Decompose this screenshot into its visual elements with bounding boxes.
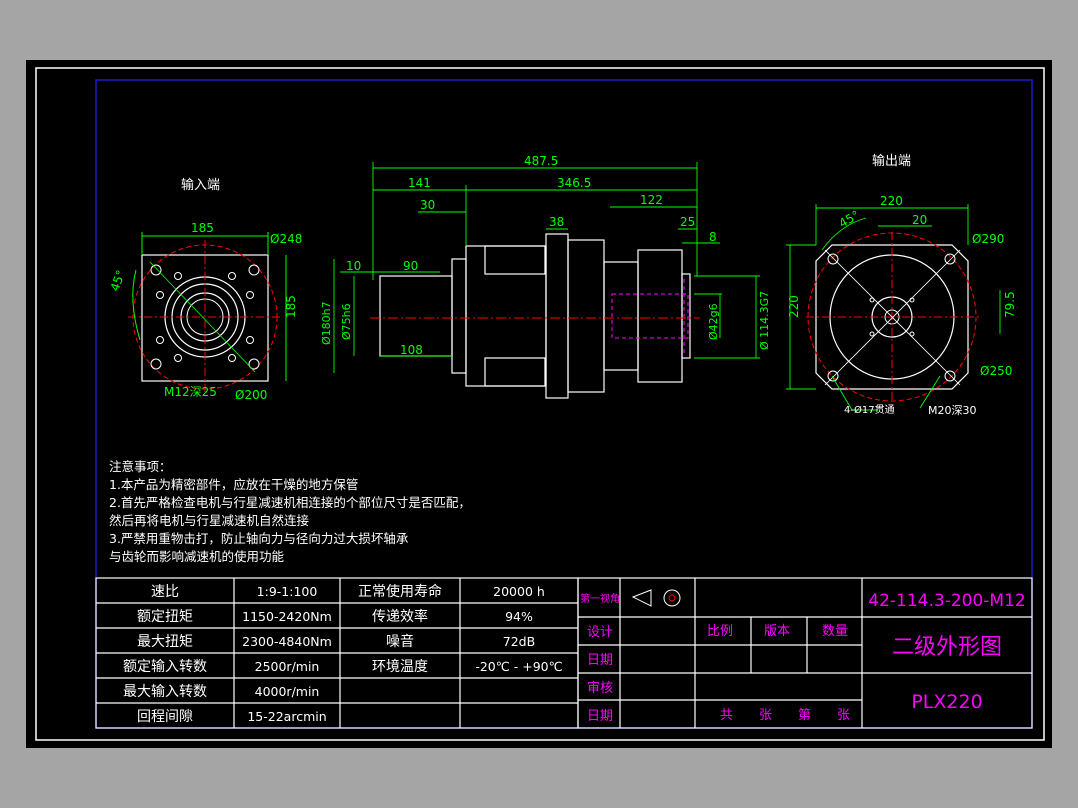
input-bolt-dim: Ø248 (270, 232, 302, 246)
spec-cell: 额定扭矩 (137, 609, 193, 625)
output-holes-dim: 4-Ø17贯通 (844, 404, 895, 416)
version-label: 版本 (764, 624, 790, 639)
input-thread-dim: M12深25 (164, 385, 217, 399)
dim-141: 141 (408, 176, 431, 190)
projection-symbol (631, 589, 681, 607)
dim-38: 38 (549, 215, 564, 229)
output-bolt-dim: Ø290 (972, 232, 1004, 246)
dim-122: 122 (640, 193, 663, 207)
output-view-label: 输出端 (872, 153, 911, 169)
dim-30: 30 (420, 198, 435, 212)
spec-cell: 2300-4840Nm (242, 634, 332, 649)
bore-dia-dim: Ø 114.3G7 (758, 291, 771, 350)
spec-cell: 噪音 (386, 633, 414, 650)
note-line: 与齿轮而影响减速机的使用功能 (109, 549, 285, 564)
output-d79-dim: 79.5 (1003, 291, 1017, 318)
output-angle-dim: 45° (837, 208, 862, 231)
sheets-label: 共 张 第 张 (720, 708, 850, 723)
output-thread-dim: M20深30 (928, 404, 977, 417)
dim-8: 8 (709, 230, 717, 244)
input-view-label: 输入端 (181, 177, 220, 193)
drawing-sheet (26, 60, 1052, 748)
scale-label: 比例 (707, 624, 733, 639)
output-height-dim: 220 (787, 295, 801, 318)
dim-346: 346.5 (557, 176, 591, 190)
dim-108: 108 (400, 343, 423, 357)
dim-10: 10 (346, 259, 361, 273)
spec-cell: 最大扭矩 (137, 634, 193, 650)
quantity-label: 数量 (822, 624, 848, 639)
drawing-number: 42-114.3-200-M12 (868, 591, 1025, 611)
spec-cell: 最大输入转数 (123, 684, 207, 700)
input-pilot-dim: Ø200 (235, 388, 267, 402)
notes-block: 注意事项： 1.本产品为精密部件，应放在干燥的地方保管 2.首先严格检查电机与行… (109, 458, 471, 566)
spec-cell: 环境温度 (372, 659, 428, 675)
spec-cell: 1:9-1:100 (257, 584, 318, 599)
spec-cell: 传递效率 (372, 608, 428, 625)
spec-table-cells: 速比 1:9-1:100 正常使用寿命 20000 h 额定扭矩 1150-2420Nm 传… (123, 583, 563, 725)
title-block (577, 577, 1033, 729)
note-line: 3.严禁用重物击打，防止轴向力与径向力过大损坏轴承 (109, 531, 409, 546)
spec-cell: 额定输入转数 (123, 659, 207, 675)
outer-frame (35, 67, 1045, 741)
date-label-2: 日期 (587, 709, 613, 724)
shaft2-dia-dim: Ø75h6 (340, 303, 353, 340)
input-height-dim: 185 (284, 295, 298, 318)
spec-cell: 4000r/min (255, 684, 320, 699)
spec-cell: -20℃ - +90℃ (475, 659, 562, 674)
notes-title: 注意事项： (109, 459, 172, 474)
output-end-view: 输出端 220 20 (786, 153, 1017, 417)
design-label: 设计 (587, 625, 613, 640)
projection-label: 第一视角 (580, 592, 620, 605)
model-number: PLX220 (911, 691, 982, 713)
date-label-1: 日期 (587, 653, 613, 668)
output-flange-outline (815, 244, 969, 390)
spec-cell: 72dB (503, 634, 535, 649)
spec-table (95, 577, 579, 729)
dim-90: 90 (403, 259, 418, 273)
shaft-dia-dim: Ø180h7 (320, 301, 333, 345)
note-line: 然后再将电机与行星减速机自然连接 (109, 513, 310, 528)
note-line: 1.本产品为精密部件，应放在干燥的地方保管 (109, 477, 359, 492)
spec-cell: 正常使用寿命 (358, 583, 442, 600)
spec-cell: 2500r/min (255, 659, 320, 674)
side-view: 487.5 141 346.5 30 38 122 25 8 10 90 108… (320, 154, 771, 399)
input-angle-dim: 45° (108, 268, 128, 293)
spec-cell: 速比 (151, 584, 179, 600)
input-end-view: 输入端 185 185 Ø248 Ø200 M12深25 45° (108, 177, 303, 402)
dim-25: 25 (680, 215, 695, 229)
flange-dia-dim: Ø42g6 (707, 303, 720, 340)
input-width-dim: 185 (191, 221, 214, 235)
output-width-dim: 220 (880, 194, 903, 208)
review-label: 审核 (587, 681, 613, 696)
overall-length-dim: 487.5 (524, 154, 558, 168)
spec-cell: 94% (505, 609, 533, 624)
output-dim-20: 20 (912, 213, 927, 227)
spec-cell: 1150-2420Nm (242, 609, 332, 624)
note-line: 2.首先严格检查电机与行星减速机相连接的个部位尺寸是否匹配， (109, 495, 471, 510)
spec-cell: 回程间隙 (137, 709, 193, 725)
spec-cell: 15-22arcmin (247, 709, 326, 724)
drawing-title: 二级外形图 (892, 635, 1002, 660)
spec-cell: 20000 h (493, 584, 545, 599)
output-pilot-dim: Ø250 (980, 364, 1012, 378)
